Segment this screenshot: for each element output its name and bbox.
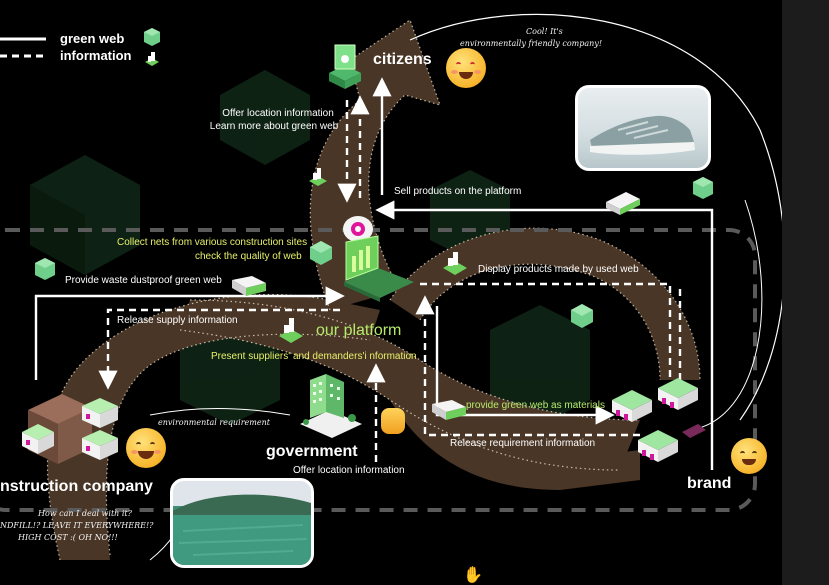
hand-icon <box>309 168 327 186</box>
hand-icon <box>145 52 159 66</box>
hand-icon <box>443 252 467 275</box>
flow-provide-materials: provide green web as materials <box>466 400 605 411</box>
construction-site-photo <box>170 478 314 568</box>
truck-icon <box>432 400 466 420</box>
truck-icon <box>232 276 266 296</box>
scrollbar[interactable] <box>782 0 829 585</box>
cube-icon <box>144 28 160 46</box>
emoji-party-icon <box>731 438 767 474</box>
band-outline <box>46 19 701 561</box>
env-arc <box>149 408 291 416</box>
information-flows <box>98 95 682 462</box>
company-quote-line2: NDFILL!? LEAVE IT EVERYWHERE!? <box>0 521 154 530</box>
flow-offer-location-government: Offer location information <box>293 465 405 476</box>
government-label: government <box>266 443 358 460</box>
company-quote-line1: How can I deal with it? <box>38 509 132 518</box>
cube-icon <box>693 177 713 199</box>
brand-label: brand <box>687 475 732 492</box>
laptop-icon <box>344 235 414 302</box>
emoji-heart-icon <box>446 48 486 88</box>
cube-icon <box>571 304 593 328</box>
flow-environmental-requirement: environmental requirement <box>158 418 270 427</box>
flow-offer-location-citizens: Offer location information <box>222 108 334 119</box>
building-icon <box>300 374 362 438</box>
sneaker-photo <box>575 85 711 171</box>
flow-display-products: Display products made by used web <box>478 264 639 275</box>
flow-release-requirement: Release requirement information <box>450 438 596 449</box>
flow-check-quality: check the quality of web <box>195 251 302 262</box>
cube-icon <box>310 241 332 265</box>
hand-icon <box>279 318 303 343</box>
hand-cursor-icon[interactable]: ✋ <box>463 567 483 584</box>
flow-provide-waste: Provide waste dustproof green web <box>65 275 222 286</box>
comment-arc <box>409 13 786 421</box>
our-platform-label: our platform <box>316 322 402 339</box>
citizen-quote-line1: Cool! It's <box>526 27 563 36</box>
legend-information-label: information <box>60 48 132 63</box>
brand-arc <box>689 199 763 431</box>
flow-collect-nets: Collect nets from various construction s… <box>117 237 308 248</box>
green-web-flows <box>34 77 714 470</box>
legend-green-web-label: green web <box>60 31 125 46</box>
flow-present-suppliers: Present suppliers' and demanders'i nform… <box>211 351 417 362</box>
truck-icon <box>606 192 640 215</box>
company-quote-line3: HIGH COST :( OH NO!!! <box>18 533 118 542</box>
citizens-label: citizens <box>373 51 432 68</box>
thumbs-up-icon <box>381 408 405 434</box>
cube-icon <box>35 258 55 280</box>
construction-company-label: nstruction company <box>0 478 153 495</box>
factory-icon <box>612 378 706 462</box>
construction-building-icon <box>22 394 118 464</box>
flow-release-supply: Release supply information <box>117 315 238 326</box>
flow-band <box>47 20 700 560</box>
citizen-quote-line2: environmentally friendly company! <box>460 39 603 48</box>
flow-learn-more: Learn more about green web <box>209 121 339 132</box>
emoji-smile-icon <box>126 428 166 468</box>
phone-icon <box>329 44 361 89</box>
cloud-icon <box>343 216 373 242</box>
flow-sell-products: Sell products on the platform <box>394 186 522 197</box>
